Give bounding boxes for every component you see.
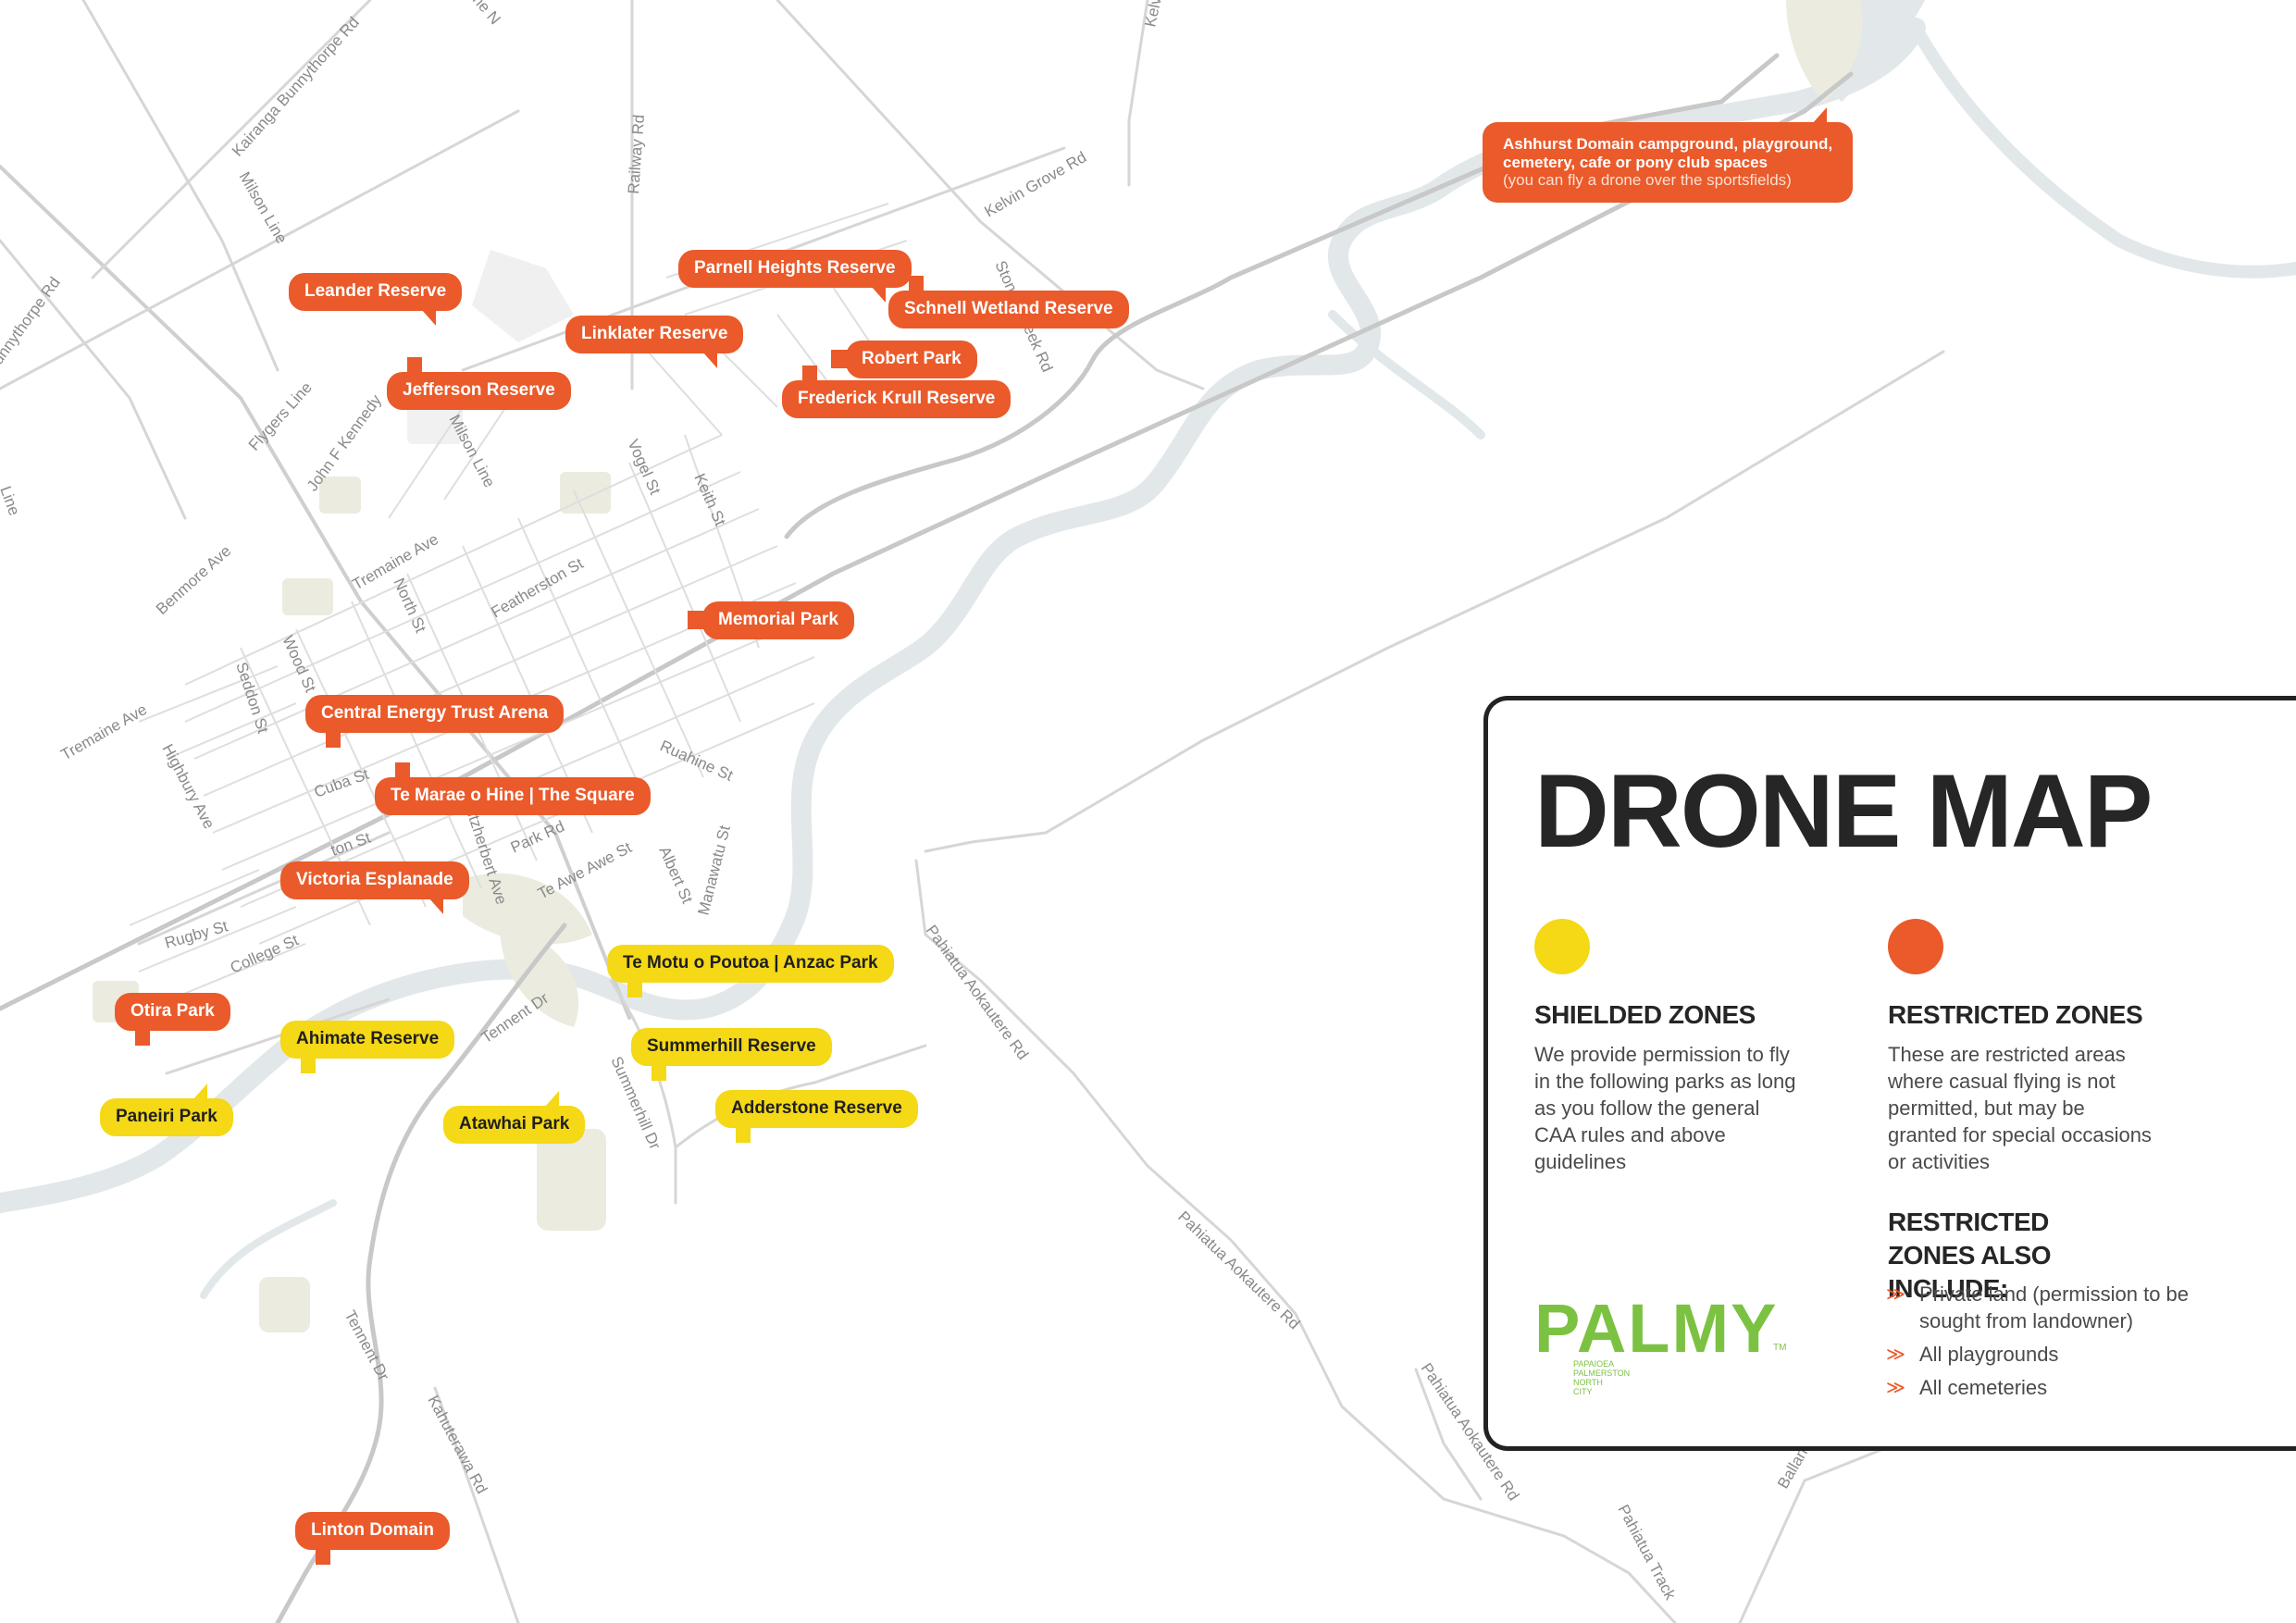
pin-victoria-esplanade[interactable]: Victoria Esplanade bbox=[280, 861, 469, 914]
restricted-also-item: ≫All cemeteries bbox=[1886, 1374, 2225, 1401]
pin-frederick-krull-reserve[interactable]: Frederick Krull Reserve bbox=[782, 365, 1011, 418]
label-kahuterawa: Kahuterawa Rd bbox=[424, 1393, 490, 1496]
label-tennent-dr: Tennent Dr bbox=[478, 989, 552, 1047]
chevron-right-icon: ≫ bbox=[1886, 1378, 1905, 1398]
label-featherston: Featherston St bbox=[489, 554, 587, 621]
pin-ahimate-reserve[interactable]: Ahimate Reserve bbox=[280, 1021, 455, 1073]
pin-jefferson-reserve[interactable]: Jefferson Reserve bbox=[387, 357, 571, 410]
pin-summerhill-reserve[interactable]: Summerhill Reserve bbox=[631, 1028, 832, 1081]
pin-anzac-park[interactable]: Te Motu o Poutoa | Anzac Park bbox=[607, 945, 894, 997]
legend-title: DRONE MAP bbox=[1534, 753, 2153, 869]
label-line: Line bbox=[0, 484, 23, 518]
label-pahiatua-track: Pahiatua Track bbox=[1614, 1502, 1679, 1603]
pin-leander-reserve[interactable]: Leander Reserve bbox=[289, 273, 463, 326]
chevron-right-icon: ≫ bbox=[1886, 1284, 1905, 1305]
label-tennent-dr-2: Tennent Dr bbox=[341, 1307, 392, 1384]
label-bunnythorpe: unnythorpe Rd bbox=[0, 274, 64, 367]
restricted-also-item: ≫Private land (permission to be sought f… bbox=[1886, 1282, 2190, 1332]
restricted-also-list: ≫Private land (permission to be sought f… bbox=[1886, 1281, 2225, 1407]
palmy-logo: PALMY TM PAPAIOEA PALMERSTON NORTH CITY bbox=[1534, 1290, 1786, 1397]
label-highbury: Highbury Ave bbox=[158, 741, 217, 832]
label-ballan: Ballan bbox=[1774, 1445, 1811, 1492]
pin-central-energy-trust-arena[interactable]: Central Energy Trust Arena bbox=[305, 695, 565, 748]
label-flygers: Flygers Line bbox=[245, 378, 316, 454]
label-ne: ne N bbox=[469, 0, 504, 28]
pin-robert-park[interactable]: Robert Park bbox=[831, 341, 977, 378]
parks bbox=[93, 0, 1863, 1332]
label-manawatu: Manawatu St bbox=[694, 824, 734, 917]
label-milson-line: Milson Line bbox=[236, 169, 291, 247]
pin-atawhai-park[interactable]: Atawhai Park bbox=[443, 1091, 586, 1144]
label-kairanga: Kairanga Bunnythorpe Rd bbox=[229, 14, 363, 160]
chevron-right-icon: ≫ bbox=[1886, 1344, 1905, 1365]
label-albert: Albert St bbox=[655, 844, 696, 907]
restricted-zones-heading: RESTRICTED ZONES bbox=[1888, 1000, 2143, 1029]
logo-wordmark: PALMY bbox=[1534, 1290, 1779, 1367]
label-tremaine-2: Tremaine Ave bbox=[58, 700, 151, 763]
shielded-zones-heading: SHIELDED ZONES bbox=[1534, 1000, 1756, 1029]
label-kelv: Kelv bbox=[1141, 0, 1165, 29]
label-railway-rd: Railway Rd bbox=[625, 114, 648, 194]
restricted-zones-text: These are restricted areas where casual … bbox=[1888, 1043, 2152, 1173]
label-pahiatua-2: Pahiatua Aokautere Rd bbox=[1174, 1208, 1303, 1332]
legend-panel: DRONE MAP SHIELDED ZONES We provide perm… bbox=[1483, 696, 2296, 1451]
label-milson-line-2: Milson Line bbox=[445, 412, 498, 490]
label-college: College St bbox=[228, 931, 302, 976]
pin-adderstone-reserve[interactable]: Adderstone Reserve bbox=[715, 1090, 918, 1143]
pin-ashhurst-domain[interactable]: Ashhurst Domain campground, playground, … bbox=[1483, 107, 1854, 203]
pin-parnell-heights-reserve[interactable]: Parnell Heights Reserve bbox=[678, 250, 912, 303]
shielded-zones-text: We provide permission to fly in the foll… bbox=[1534, 1043, 1796, 1173]
pin-linton-domain[interactable]: Linton Domain bbox=[295, 1512, 450, 1565]
pin-schnell-wetland-reserve[interactable]: Schnell Wetland Reserve bbox=[888, 276, 1129, 328]
label-ruahine: Ruahine St bbox=[657, 737, 736, 785]
pin-otira-park[interactable]: Otira Park bbox=[115, 993, 230, 1046]
pin-ashhurst-line1: Ashhurst Domain campground, playground, bbox=[1503, 135, 1833, 153]
logo-trademark: TM bbox=[1773, 1343, 1787, 1353]
label-te-awe-awe: Te Awe Awe St bbox=[535, 838, 635, 902]
pin-ashhurst-line2: cemetery, cafe or pony club spaces bbox=[1503, 153, 1768, 171]
restricted-also-item: ≫All playgrounds bbox=[1886, 1341, 2225, 1368]
pin-linklater-reserve[interactable]: Linklater Reserve bbox=[565, 316, 744, 368]
logo-subtitle: PAPAIOEA PALMERSTON NORTH CITY bbox=[1573, 1359, 1631, 1396]
label-cuba: Cuba St bbox=[312, 765, 371, 801]
shielded-zone-dot bbox=[1534, 919, 1590, 974]
pin-paneiri-park[interactable]: Paneiri Park bbox=[100, 1084, 233, 1136]
label-benmore: Benmore Ave bbox=[153, 542, 234, 618]
pin-memorial-park[interactable]: Memorial Park bbox=[688, 601, 854, 639]
label-pahiatua-1: Pahiatua Aokautere Rd bbox=[923, 922, 1032, 1063]
restricted-zone-dot bbox=[1888, 919, 1943, 974]
pin-te-marae-o-hine[interactable]: Te Marae o Hine | The Square bbox=[375, 762, 651, 815]
pin-ashhurst-note: (you can fly a drone over the sportsfiel… bbox=[1503, 171, 1792, 190]
restricted-also-heading: RESTRICTED ZONES ALSO INCLUDE: bbox=[1888, 1208, 2051, 1303]
label-vogel: Vogel St bbox=[624, 437, 664, 498]
